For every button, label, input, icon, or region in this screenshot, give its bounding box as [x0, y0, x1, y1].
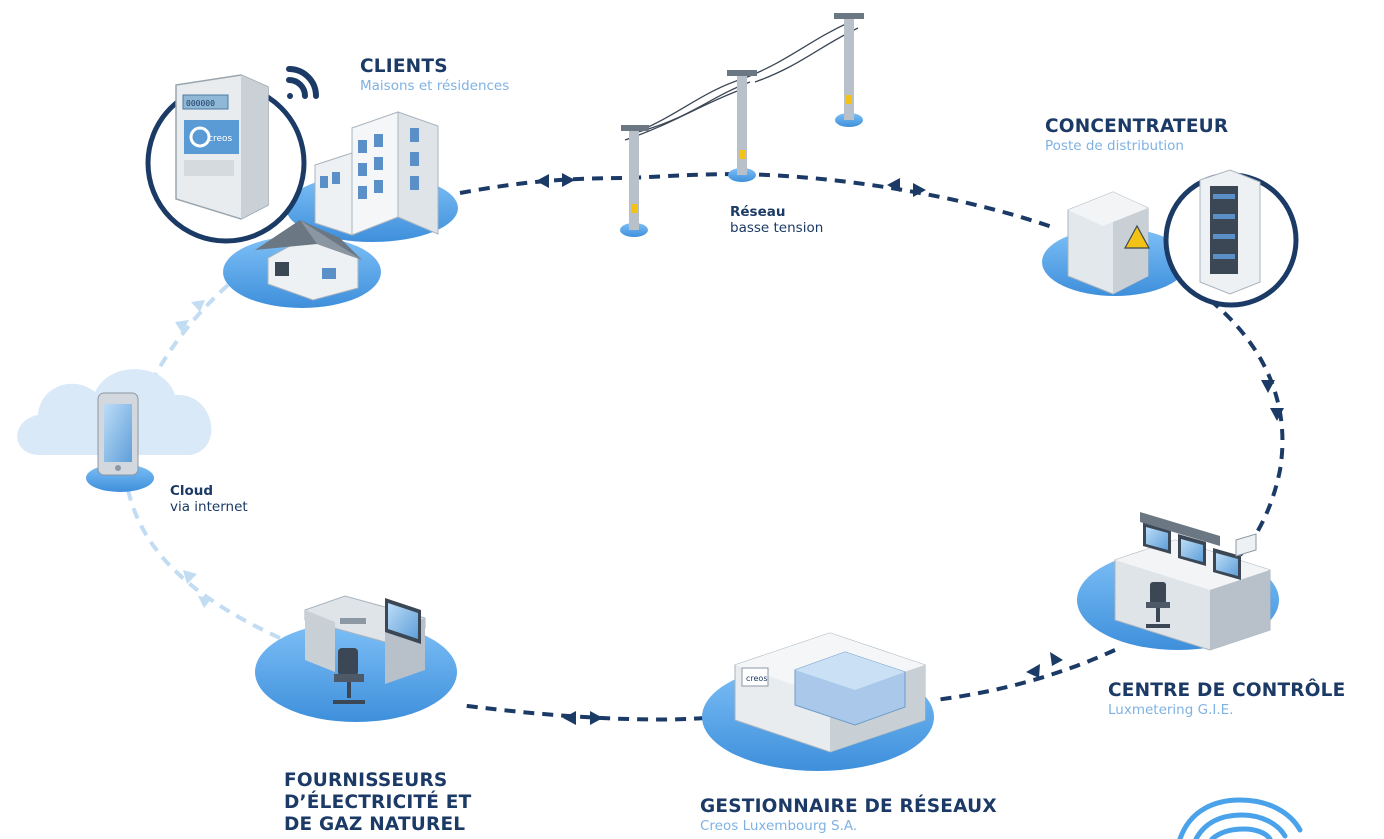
meter-display: 000000	[186, 99, 215, 108]
concentrateur-label: CONCENTRATEUR Poste de distribution	[1045, 116, 1228, 154]
monitor-icon	[385, 598, 421, 644]
cloud-label: Cloud via internet	[170, 483, 248, 516]
reseau-title: Réseau	[730, 204, 786, 220]
clients-subtitle: Maisons et résidences	[360, 78, 510, 94]
clients-title: CLIENTS	[360, 56, 448, 77]
arrow-marker	[887, 178, 926, 197]
link-cloud-fournisseurs	[126, 489, 281, 640]
centre-title: CENTRE DE CONTRÔLE	[1108, 680, 1346, 701]
smart-meter-icon: creos 000000	[175, 74, 269, 220]
link-centre-gestionnaire	[934, 648, 1116, 702]
fournisseurs-title-line-3: DE GAZ NATUREL	[284, 814, 466, 835]
arrow-marker	[183, 570, 212, 608]
power-pole-icon	[727, 70, 757, 182]
centre-node	[1077, 512, 1279, 651]
lightning-warning-icon	[1123, 224, 1151, 249]
power-pole-icon	[620, 125, 649, 237]
gestionnaire-subtitle: Creos Luxembourg S.A.	[700, 818, 858, 834]
cloud-subtitle: via internet	[170, 499, 248, 515]
concentrateur-node	[1042, 169, 1299, 308]
server-rack-icon	[1199, 169, 1261, 295]
wifi-icon	[286, 66, 319, 99]
link-clients-cloud	[148, 283, 230, 386]
network-links	[126, 172, 1285, 725]
arrow-marker	[536, 173, 575, 188]
reseau-label: Réseau basse tension	[730, 204, 824, 237]
fournisseurs-node	[255, 595, 457, 722]
power-pole-icon	[834, 13, 864, 127]
office-chair-icon	[333, 648, 365, 704]
fournisseurs-label: FOURNISSEURS D’ÉLECTRICITÉ ET DE GAZ NAT…	[284, 770, 471, 836]
arrow-marker	[1261, 380, 1284, 421]
centre-subtitle: Luxmetering G.I.E.	[1108, 702, 1234, 718]
arrow-marker	[1026, 652, 1063, 678]
office-chair-icon	[1146, 582, 1170, 628]
reseau-node	[620, 13, 864, 237]
cloud-node	[17, 369, 212, 492]
clients-node: creos 000000	[145, 66, 458, 308]
fournisseurs-title-line-2: D’ÉLECTRICITÉ ET	[284, 792, 472, 813]
concentrateur-title: CONCENTRATEUR	[1045, 116, 1229, 137]
headquarters-building-icon: creos	[734, 632, 926, 753]
clients-label: CLIENTS Maisons et résidences	[360, 56, 509, 94]
concentrateur-subtitle: Poste de distribution	[1045, 138, 1184, 154]
arrow-marker	[563, 711, 603, 725]
gestionnaire-title: GESTIONNAIRE DE RÉSEAUX	[700, 796, 997, 817]
arrow-marker	[175, 300, 205, 333]
smartphone-icon	[97, 392, 139, 476]
fournisseurs-title-line-1: FOURNISSEURS	[284, 770, 448, 791]
cloud-title: Cloud	[170, 483, 214, 499]
building-sign: creos	[746, 674, 768, 683]
house-icon	[255, 220, 362, 301]
distribution-cabinet-icon	[1067, 191, 1151, 295]
creos-logo-icon	[1177, 797, 1303, 839]
centre-label: CENTRE DE CONTRÔLE Luxmetering G.I.E.	[1108, 680, 1345, 718]
reseau-subtitle: basse tension	[730, 220, 824, 236]
meter-brand: creos	[208, 134, 232, 144]
monitor-icon	[1140, 512, 1257, 580]
link-concentrateur-centre	[1208, 298, 1285, 557]
link-gestionnaire-fournisseurs	[459, 703, 706, 722]
gestionnaire-label: GESTIONNAIRE DE RÉSEAUX Creos Luxembourg…	[700, 796, 997, 834]
apartment-building-icon	[314, 111, 439, 236]
gestionnaire-node: creos	[702, 632, 934, 771]
link-clients-reseau	[459, 172, 741, 195]
